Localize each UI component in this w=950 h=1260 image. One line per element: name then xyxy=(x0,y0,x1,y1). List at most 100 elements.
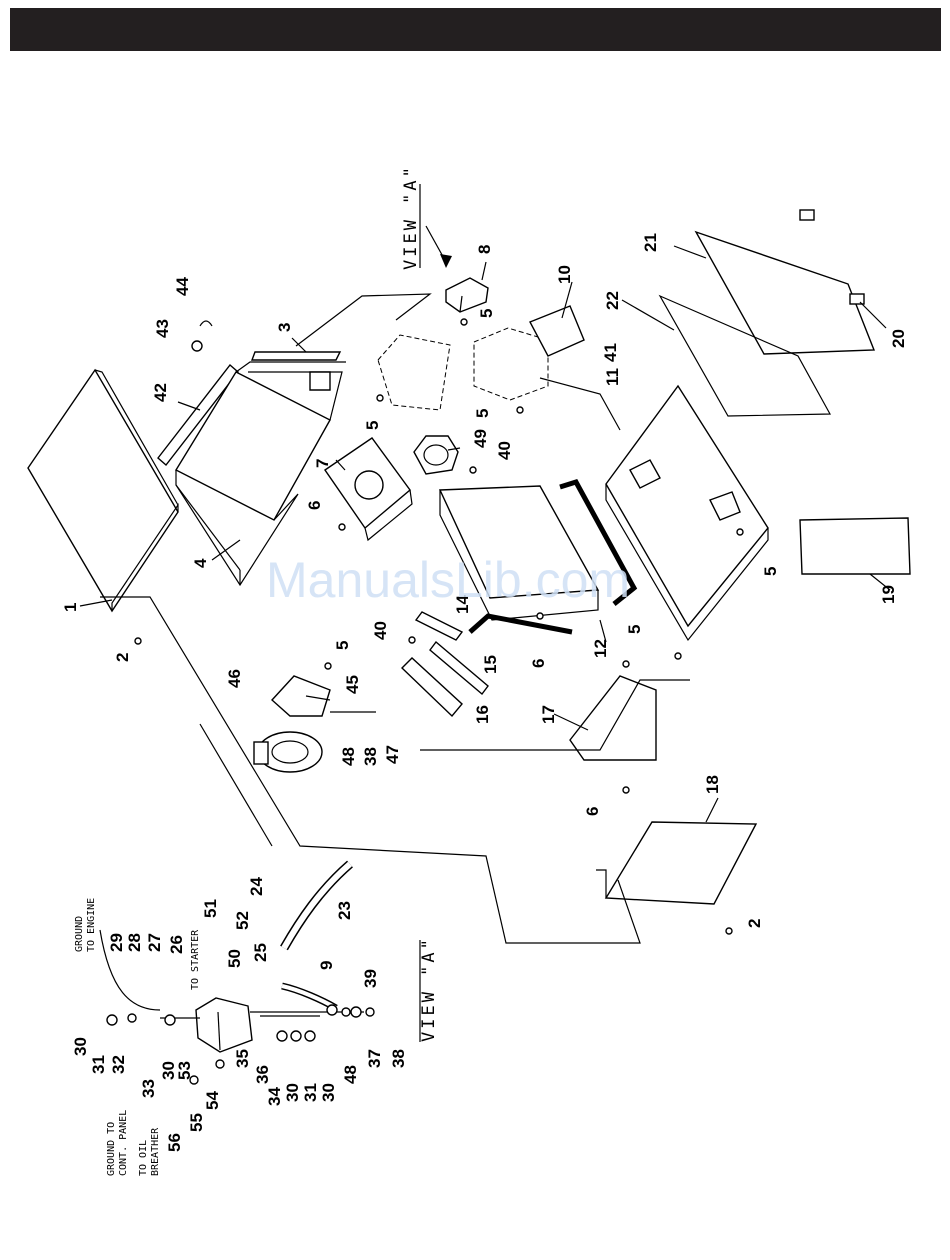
callout-9: 9 xyxy=(317,961,336,970)
callout-38b: 38 xyxy=(389,1049,408,1068)
callout-56: 56 xyxy=(165,1133,184,1152)
callout-5e: 5 xyxy=(625,625,644,634)
callout-12: 12 xyxy=(591,639,610,658)
callout-40a: 40 xyxy=(495,441,514,460)
phantom-boxes xyxy=(378,328,548,410)
part-49-ring xyxy=(414,436,458,474)
callout-52: 52 xyxy=(233,911,252,930)
part-21-door xyxy=(696,232,874,354)
callout-35: 35 xyxy=(233,1049,252,1068)
callout-labels: 1 2 3 4 5 5 5 5 5 5 6 6 6 7 8 10 11 12 1… xyxy=(61,233,908,1152)
callout-2b: 2 xyxy=(745,919,764,928)
part-8-relay xyxy=(446,278,488,312)
callout-49: 49 xyxy=(471,429,490,448)
callout-48b: 48 xyxy=(341,1065,360,1084)
callout-23: 23 xyxy=(335,901,354,920)
callout-43: 43 xyxy=(153,319,172,338)
callout-5d: 5 xyxy=(333,641,352,650)
callout-42: 42 xyxy=(151,383,170,402)
part-44-clip xyxy=(200,321,212,326)
callout-46: 46 xyxy=(225,669,244,688)
callout-33: 33 xyxy=(139,1079,158,1098)
callout-47: 47 xyxy=(383,745,402,764)
part-3-rail-2 xyxy=(310,372,330,390)
callout-55: 55 xyxy=(187,1113,206,1132)
callout-20: 20 xyxy=(889,329,908,348)
callout-24: 24 xyxy=(247,877,266,896)
callout-11: 11 xyxy=(603,368,622,386)
callout-34: 34 xyxy=(265,1087,284,1106)
callout-4: 4 xyxy=(191,558,210,568)
callout-37: 37 xyxy=(365,1049,384,1068)
callout-21: 21 xyxy=(641,233,660,252)
callout-7: 7 xyxy=(313,459,332,468)
callout-27: 27 xyxy=(145,933,164,952)
callout-25: 25 xyxy=(251,943,270,962)
callout-15: 15 xyxy=(481,655,500,674)
callout-31a: 31 xyxy=(89,1055,108,1074)
part-20-latch xyxy=(850,294,864,304)
watermark: ManualsLib.com xyxy=(266,552,630,608)
part-45-bracket xyxy=(272,676,330,716)
view-a-label-bottom: VIEW "A" xyxy=(419,936,439,1042)
callout-48: 48 xyxy=(339,747,358,766)
part-18-side-panel xyxy=(596,822,756,904)
callout-50: 50 xyxy=(225,949,244,968)
callout-3: 3 xyxy=(275,323,294,332)
starter-component xyxy=(254,732,322,772)
callout-18: 18 xyxy=(703,775,722,794)
part-1-top-panel xyxy=(28,370,178,611)
part-17-bracket xyxy=(570,676,656,760)
callout-5a: 5 xyxy=(477,309,496,318)
callout-10: 10 xyxy=(555,265,574,284)
callout-5b: 5 xyxy=(363,421,382,430)
callout-6a: 6 xyxy=(305,501,324,510)
part-14-bar xyxy=(416,612,462,640)
note-ground-to-engine-1: GROUND xyxy=(74,916,85,952)
callout-8: 8 xyxy=(475,245,494,254)
callout-5f: 5 xyxy=(761,567,780,576)
solenoid-block xyxy=(196,998,252,1052)
part-43-grommet xyxy=(192,341,202,351)
callout-2: 2 xyxy=(113,653,132,662)
part-10-plate xyxy=(530,306,584,356)
callout-6c: 6 xyxy=(583,807,602,816)
note-to-oil-breather-1: TO OIL xyxy=(138,1140,149,1176)
part-7-mount-plate xyxy=(325,438,412,540)
callout-41: 41 xyxy=(601,343,620,362)
callout-39: 39 xyxy=(361,969,380,988)
note-ground-to-engine-2: TO ENGINE xyxy=(86,898,97,952)
callout-51: 51 xyxy=(201,899,220,918)
callout-6b: 6 xyxy=(529,659,548,668)
note-ground-to-panel-2: CONT. PANEL xyxy=(118,1110,129,1176)
callout-36: 36 xyxy=(253,1065,272,1084)
callout-32: 32 xyxy=(109,1055,128,1074)
callout-54: 54 xyxy=(203,1091,222,1110)
base-frame xyxy=(606,386,768,640)
callout-44: 44 xyxy=(173,277,192,296)
callout-38: 38 xyxy=(361,747,380,766)
callout-17: 17 xyxy=(539,705,558,724)
callout-29: 29 xyxy=(107,933,126,952)
callout-26: 26 xyxy=(167,935,186,954)
callout-19: 19 xyxy=(879,585,898,604)
callout-30c: 30 xyxy=(283,1083,302,1102)
view-a-label-top: VIEW "A" xyxy=(401,164,421,270)
callout-22: 22 xyxy=(603,291,622,310)
callout-31b: 31 xyxy=(301,1083,320,1102)
callout-16: 16 xyxy=(473,705,492,724)
callout-28: 28 xyxy=(125,933,144,952)
callout-45: 45 xyxy=(343,675,362,694)
note-ground-to-panel-1: GROUND TO xyxy=(106,1122,117,1176)
note-to-oil-breather-2: BREATHER xyxy=(150,1127,161,1176)
callout-1: 1 xyxy=(61,603,80,612)
callout-30a: 30 xyxy=(71,1037,90,1056)
part-3-rail xyxy=(252,352,340,360)
part-19-channel xyxy=(800,518,910,574)
callout-5c: 5 xyxy=(473,409,492,418)
callout-53: 53 xyxy=(175,1061,194,1080)
harness-lines xyxy=(100,294,690,943)
callout-30d: 30 xyxy=(319,1083,338,1102)
note-to-starter: TO STARTER xyxy=(190,929,201,990)
